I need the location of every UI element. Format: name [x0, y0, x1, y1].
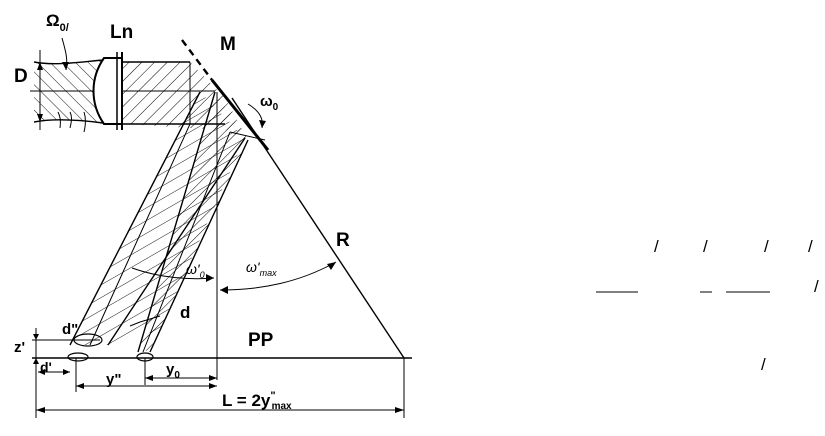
lens — [92, 52, 123, 130]
half-field-angle-label: ω'0 — [186, 261, 205, 280]
reflected-beams — [69, 91, 249, 353]
formula-slash-2: / — [703, 237, 708, 256]
d-prime-label: d' — [40, 359, 52, 375]
dimension-d-prime — [38, 369, 70, 375]
radius-line — [231, 97, 405, 359]
formula-slash-5: / — [814, 277, 819, 296]
dimension-y-zero — [144, 358, 217, 385]
dimension-y-double — [75, 358, 217, 392]
radius-label: R — [336, 230, 350, 251]
dimension-length — [35, 358, 405, 418]
spot-ellipses — [67, 333, 154, 362]
y-double-label: y" — [106, 371, 121, 388]
spot-label: d — [180, 303, 190, 322]
angle-arcs — [131, 261, 337, 294]
formula-slash-6: / — [761, 355, 766, 374]
formula-slash-4: / — [808, 237, 813, 256]
mirror-label: M — [220, 34, 236, 55]
length-label: L = 2y"max — [222, 390, 292, 412]
mirror-rotation-marker — [247, 103, 266, 129]
z-prime-label: z' — [14, 339, 25, 356]
aperture-label: D — [14, 66, 28, 87]
aperture-dimension — [37, 50, 43, 130]
formula-slash-1: / — [654, 237, 659, 256]
formula-slash-3: / — [764, 237, 769, 256]
max-angle-label: ω'max — [246, 259, 277, 278]
y-zero-label: y0 — [166, 361, 180, 381]
image-plane-label: PP — [248, 330, 274, 351]
mirror-angle-label: ω0 — [260, 93, 279, 113]
formula-fragments: / / / / / / — [596, 237, 819, 374]
omega0-label: Ω0/ — [46, 11, 69, 34]
d-double-label: d" — [62, 321, 78, 338]
spot-size-marker — [129, 315, 161, 327]
divergence-angle-marker — [57, 37, 86, 133]
lens-label: Ln — [110, 22, 133, 43]
